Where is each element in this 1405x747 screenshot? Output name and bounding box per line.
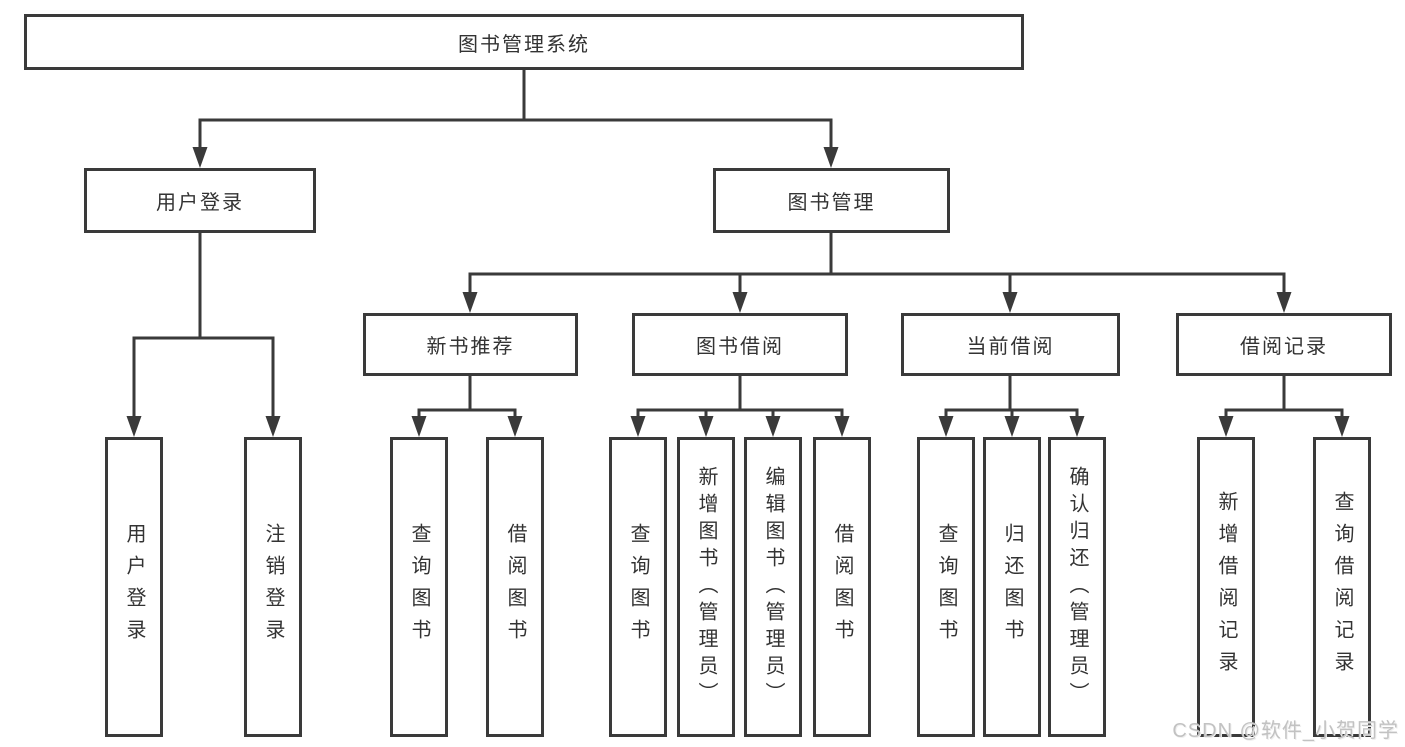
leaf-borrow-query-book: 查询图书 <box>609 437 667 737</box>
node-root-label: 图书管理系统 <box>458 33 590 56</box>
leaf-borrow-borrow-book: 借阅图书 <box>813 437 871 737</box>
leaf-logout: 注销登录 <box>244 437 302 737</box>
leaf-recommend-borrow-book-label: 借阅图书 <box>504 523 526 651</box>
leaf-current-query-book: 查询图书 <box>917 437 975 737</box>
leaf-borrow-query-book-label: 查询图书 <box>627 523 649 651</box>
node-new-book-recommend-label: 新书推荐 <box>426 336 515 358</box>
leaf-records-query-record-label: 查询借阅记录 <box>1331 491 1353 683</box>
watermark: CSDN @软件_小贺同学 <box>1172 720 1399 742</box>
leaf-records-add-record: 新增借阅记录 <box>1197 437 1255 737</box>
leaf-borrow-add-book-admin-label: 新增图书（管理员） <box>695 465 717 709</box>
node-book-borrow: 图书借阅 <box>632 313 848 376</box>
leaf-current-return-book: 归还图书 <box>983 437 1041 737</box>
leaf-current-return-book-label: 归还图书 <box>1001 523 1023 651</box>
leaf-current-query-book-label: 查询图书 <box>935 523 957 651</box>
leaf-recommend-query-book: 查询图书 <box>390 437 448 737</box>
node-book-borrow-label: 图书借阅 <box>696 336 784 358</box>
leaf-borrow-edit-book-admin-label: 编辑图书（管理员） <box>762 465 784 709</box>
leaf-user-login-label: 用户登录 <box>123 523 145 651</box>
leaf-records-query-record: 查询借阅记录 <box>1313 437 1371 737</box>
leaf-borrow-edit-book-admin: 编辑图书（管理员） <box>744 437 802 737</box>
node-current-borrow: 当前借阅 <box>901 313 1120 376</box>
leaf-recommend-borrow-book: 借阅图书 <box>486 437 544 737</box>
node-user-login: 用户登录 <box>84 168 316 233</box>
node-current-borrow-label: 当前借阅 <box>966 336 1055 358</box>
node-new-book-recommend: 新书推荐 <box>363 313 578 376</box>
leaf-logout-label: 注销登录 <box>262 523 284 651</box>
leaf-current-confirm-return-admin-label: 确认归还（管理员） <box>1066 465 1088 709</box>
leaf-borrow-add-book-admin: 新增图书（管理员） <box>677 437 735 737</box>
leaf-recommend-query-book-label: 查询图书 <box>408 523 430 651</box>
node-borrow-records-label: 借阅记录 <box>1240 336 1328 358</box>
node-borrow-records: 借阅记录 <box>1176 313 1392 376</box>
leaf-records-add-record-label: 新增借阅记录 <box>1215 491 1237 683</box>
node-book-management-label: 图书管理 <box>787 192 876 214</box>
leaf-borrow-borrow-book-label: 借阅图书 <box>831 523 853 651</box>
leaf-current-confirm-return-admin: 确认归还（管理员） <box>1048 437 1106 737</box>
node-book-management: 图书管理 <box>713 168 950 233</box>
node-root: 图书管理系统 <box>24 14 1024 70</box>
leaf-user-login: 用户登录 <box>105 437 163 737</box>
node-user-login-label: 用户登录 <box>156 192 244 214</box>
